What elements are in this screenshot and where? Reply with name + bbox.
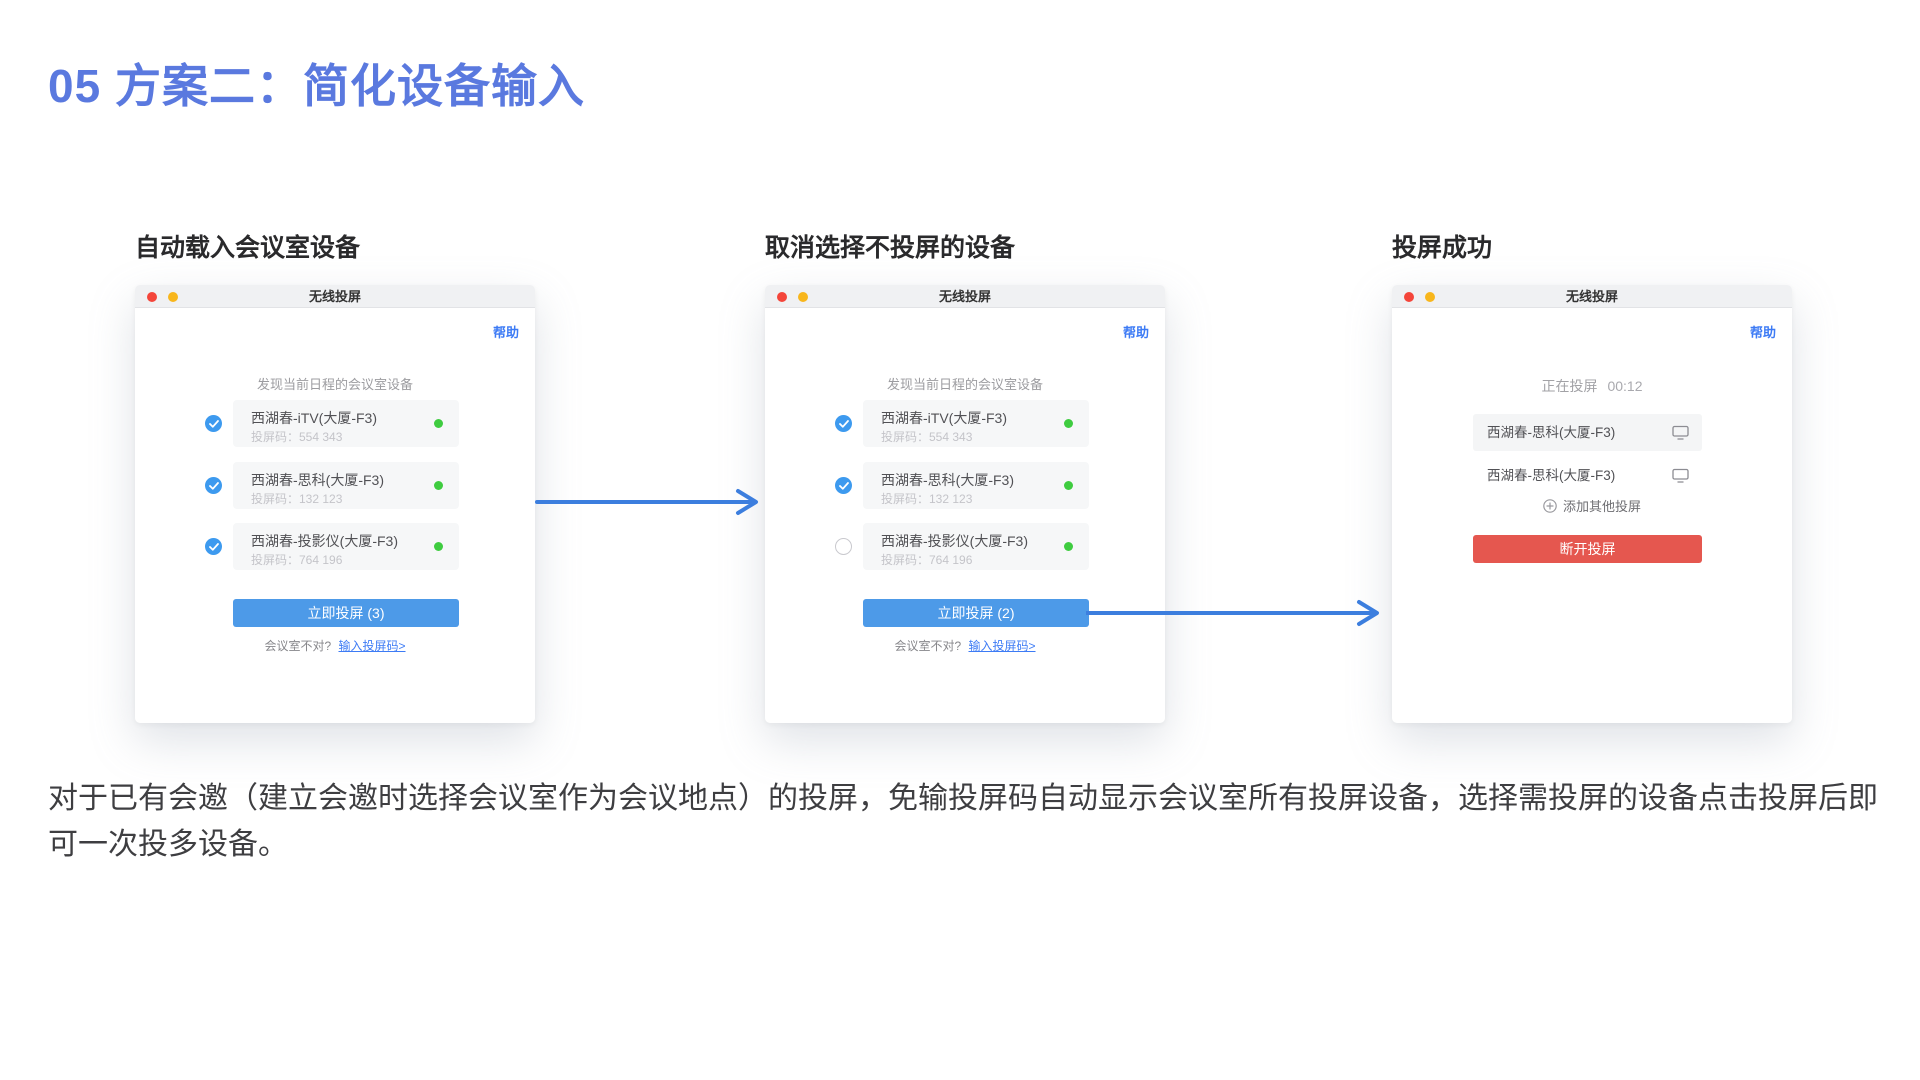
wrong-room-text: 会议室不对? bbox=[264, 639, 332, 653]
page-title: 05 方案二：简化设备输入 bbox=[48, 60, 585, 112]
device-card[interactable]: 西湖春-思科(大厦-F3) 投屏码：132 123 bbox=[233, 462, 459, 509]
device-cast-code: 投屏码：554 343 bbox=[881, 430, 973, 444]
online-status-dot bbox=[1064, 481, 1073, 490]
device-checkbox-checked[interactable] bbox=[205, 415, 222, 432]
close-button[interactable] bbox=[777, 291, 787, 302]
step-1-label: 自动载入会议室设备 bbox=[135, 234, 361, 262]
device-checkbox-unchecked[interactable] bbox=[835, 538, 852, 555]
check-icon bbox=[208, 419, 219, 428]
device-name: 西湖春-投影仪(大厦-F3) bbox=[251, 533, 398, 549]
device-name: 西湖春-iTV(大厦-F3) bbox=[251, 410, 377, 426]
window-body: 帮助 发现当前日程的会议室设备 西湖春-iTV(大厦-F3) 投屏码：554 3… bbox=[765, 308, 1165, 723]
casting-device-name: 西湖春-思科(大厦-F3) bbox=[1487, 468, 1616, 483]
enter-cast-code-link[interactable]: 输入投屏码> bbox=[968, 639, 1036, 653]
device-row: 西湖春-思科(大厦-F3) 投屏码：132 123 bbox=[135, 462, 535, 509]
flow-arrow-step2-to-step3 bbox=[1086, 600, 1379, 626]
check-icon bbox=[208, 542, 219, 551]
device-cast-code: 投屏码：764 196 bbox=[881, 553, 973, 567]
window-footer: 会议室不对? 输入投屏码> bbox=[135, 637, 535, 654]
cast-now-button[interactable]: 立即投屏 (3) bbox=[233, 599, 459, 627]
device-card[interactable]: 西湖春-iTV(大厦-F3) 投屏码：554 343 bbox=[863, 400, 1089, 447]
device-checkbox-checked[interactable] bbox=[835, 415, 852, 432]
wrong-room-text: 会议室不对? bbox=[894, 639, 962, 653]
window-title: 无线投屏 bbox=[938, 289, 991, 304]
device-card[interactable]: 西湖春-iTV(大厦-F3) 投屏码：554 343 bbox=[233, 400, 459, 447]
casting-timer: 00:12 bbox=[1607, 378, 1643, 394]
device-row: 西湖春-思科(大厦-F3) 投屏码：132 123 bbox=[765, 462, 1165, 509]
online-status-dot bbox=[1064, 542, 1073, 551]
cast-window-step-1: 无线投屏 帮助 发现当前日程的会议室设备 西湖春-iTV(大厦-F3) 投屏码：… bbox=[135, 285, 535, 723]
casting-status-label: 正在投屏 bbox=[1541, 378, 1598, 394]
device-name: 西湖春-iTV(大厦-F3) bbox=[881, 410, 1007, 426]
device-card[interactable]: 西湖春-投影仪(大厦-F3) 投屏码：764 196 bbox=[863, 523, 1089, 570]
device-row: 西湖春-iTV(大厦-F3) 投屏码：554 343 bbox=[135, 400, 535, 447]
casting-status: 正在投屏 00:12 bbox=[1392, 376, 1792, 396]
slide-description: 对于已有会邀（建立会邀时选择会议室作为会议地点）的投屏，免输投屏码自动显示会议室… bbox=[48, 782, 1878, 861]
cast-now-button[interactable]: 立即投屏 (2) bbox=[863, 599, 1089, 627]
window-titlebar: 无线投屏 bbox=[135, 285, 535, 308]
device-cast-code: 投屏码：764 196 bbox=[251, 553, 343, 567]
close-button[interactable] bbox=[147, 291, 157, 302]
enter-cast-code-link[interactable]: 输入投屏码> bbox=[338, 639, 406, 653]
check-icon bbox=[838, 481, 849, 490]
device-name: 西湖春-思科(大厦-F3) bbox=[251, 472, 384, 488]
add-other-cast-label: 添加其他投屏 bbox=[1562, 499, 1641, 514]
online-status-dot bbox=[434, 481, 443, 490]
display-icon bbox=[1672, 468, 1689, 483]
minimize-button[interactable] bbox=[798, 291, 808, 302]
window-body: 帮助 发现当前日程的会议室设备 西湖春-iTV(大厦-F3) 投屏码：554 3… bbox=[135, 308, 535, 723]
check-icon bbox=[838, 419, 849, 428]
device-name: 西湖春-投影仪(大厦-F3) bbox=[881, 533, 1028, 549]
window-footer: 会议室不对? 输入投屏码> bbox=[765, 637, 1165, 654]
window-titlebar: 无线投屏 bbox=[1392, 285, 1792, 308]
discovered-devices-subtitle: 发现当前日程的会议室设备 bbox=[886, 377, 1043, 392]
device-row: 西湖春-iTV(大厦-F3) 投屏码：554 343 bbox=[765, 400, 1165, 447]
device-cast-code: 投屏码：132 123 bbox=[251, 492, 343, 506]
casting-device-name: 西湖春-思科(大厦-F3) bbox=[1487, 425, 1616, 440]
online-status-dot bbox=[434, 542, 443, 551]
online-status-dot bbox=[434, 419, 443, 428]
device-cast-code: 投屏码：554 343 bbox=[251, 430, 343, 444]
display-icon bbox=[1672, 425, 1689, 440]
device-cast-code: 投屏码：132 123 bbox=[881, 492, 973, 506]
device-row: 西湖春-投影仪(大厦-F3) 投屏码：764 196 bbox=[135, 523, 535, 570]
flow-arrow-step1-to-step2 bbox=[535, 489, 758, 515]
help-link[interactable]: 帮助 bbox=[492, 325, 519, 340]
close-button[interactable] bbox=[1404, 291, 1414, 302]
device-card[interactable]: 西湖春-思科(大厦-F3) 投屏码：132 123 bbox=[863, 462, 1089, 509]
discovered-devices-subtitle: 发现当前日程的会议室设备 bbox=[256, 377, 413, 392]
device-name: 西湖春-思科(大厦-F3) bbox=[881, 472, 1014, 488]
device-card[interactable]: 西湖春-投影仪(大厦-F3) 投屏码：764 196 bbox=[233, 523, 459, 570]
minimize-button[interactable] bbox=[168, 291, 178, 302]
online-status-dot bbox=[1064, 419, 1073, 428]
window-title: 无线投屏 bbox=[1565, 289, 1618, 304]
add-other-cast-link[interactable]: 添加其他投屏 bbox=[1392, 496, 1792, 515]
cast-window-step-3: 无线投屏 帮助 正在投屏 00:12 西湖春-思科(大厦-F3) 西湖春-思科(大… bbox=[1392, 285, 1792, 723]
device-row: 西湖春-投影仪(大厦-F3) 投屏码：764 196 bbox=[765, 523, 1165, 570]
window-title: 无线投屏 bbox=[308, 289, 361, 304]
help-link[interactable]: 帮助 bbox=[1749, 325, 1776, 340]
device-checkbox-checked[interactable] bbox=[835, 477, 852, 494]
casting-device-row[interactable]: 西湖春-思科(大厦-F3) bbox=[1473, 457, 1702, 494]
check-icon bbox=[208, 481, 219, 490]
help-link[interactable]: 帮助 bbox=[1122, 325, 1149, 340]
minimize-button[interactable] bbox=[1425, 291, 1435, 302]
window-body: 帮助 正在投屏 00:12 西湖春-思科(大厦-F3) 西湖春-思科(大厦-F3) bbox=[1392, 308, 1792, 723]
step-3-label: 投屏成功 bbox=[1392, 234, 1493, 262]
window-titlebar: 无线投屏 bbox=[765, 285, 1165, 308]
cast-window-step-2: 无线投屏 帮助 发现当前日程的会议室设备 西湖春-iTV(大厦-F3) 投屏码：… bbox=[765, 285, 1165, 723]
device-checkbox-checked[interactable] bbox=[205, 477, 222, 494]
casting-device-row[interactable]: 西湖春-思科(大厦-F3) bbox=[1473, 414, 1702, 451]
disconnect-cast-button[interactable]: 断开投屏 bbox=[1473, 535, 1702, 563]
step-2-label: 取消选择不投屏的设备 bbox=[765, 234, 1016, 262]
device-checkbox-checked[interactable] bbox=[205, 538, 222, 555]
plus-circle-icon bbox=[1543, 499, 1557, 513]
